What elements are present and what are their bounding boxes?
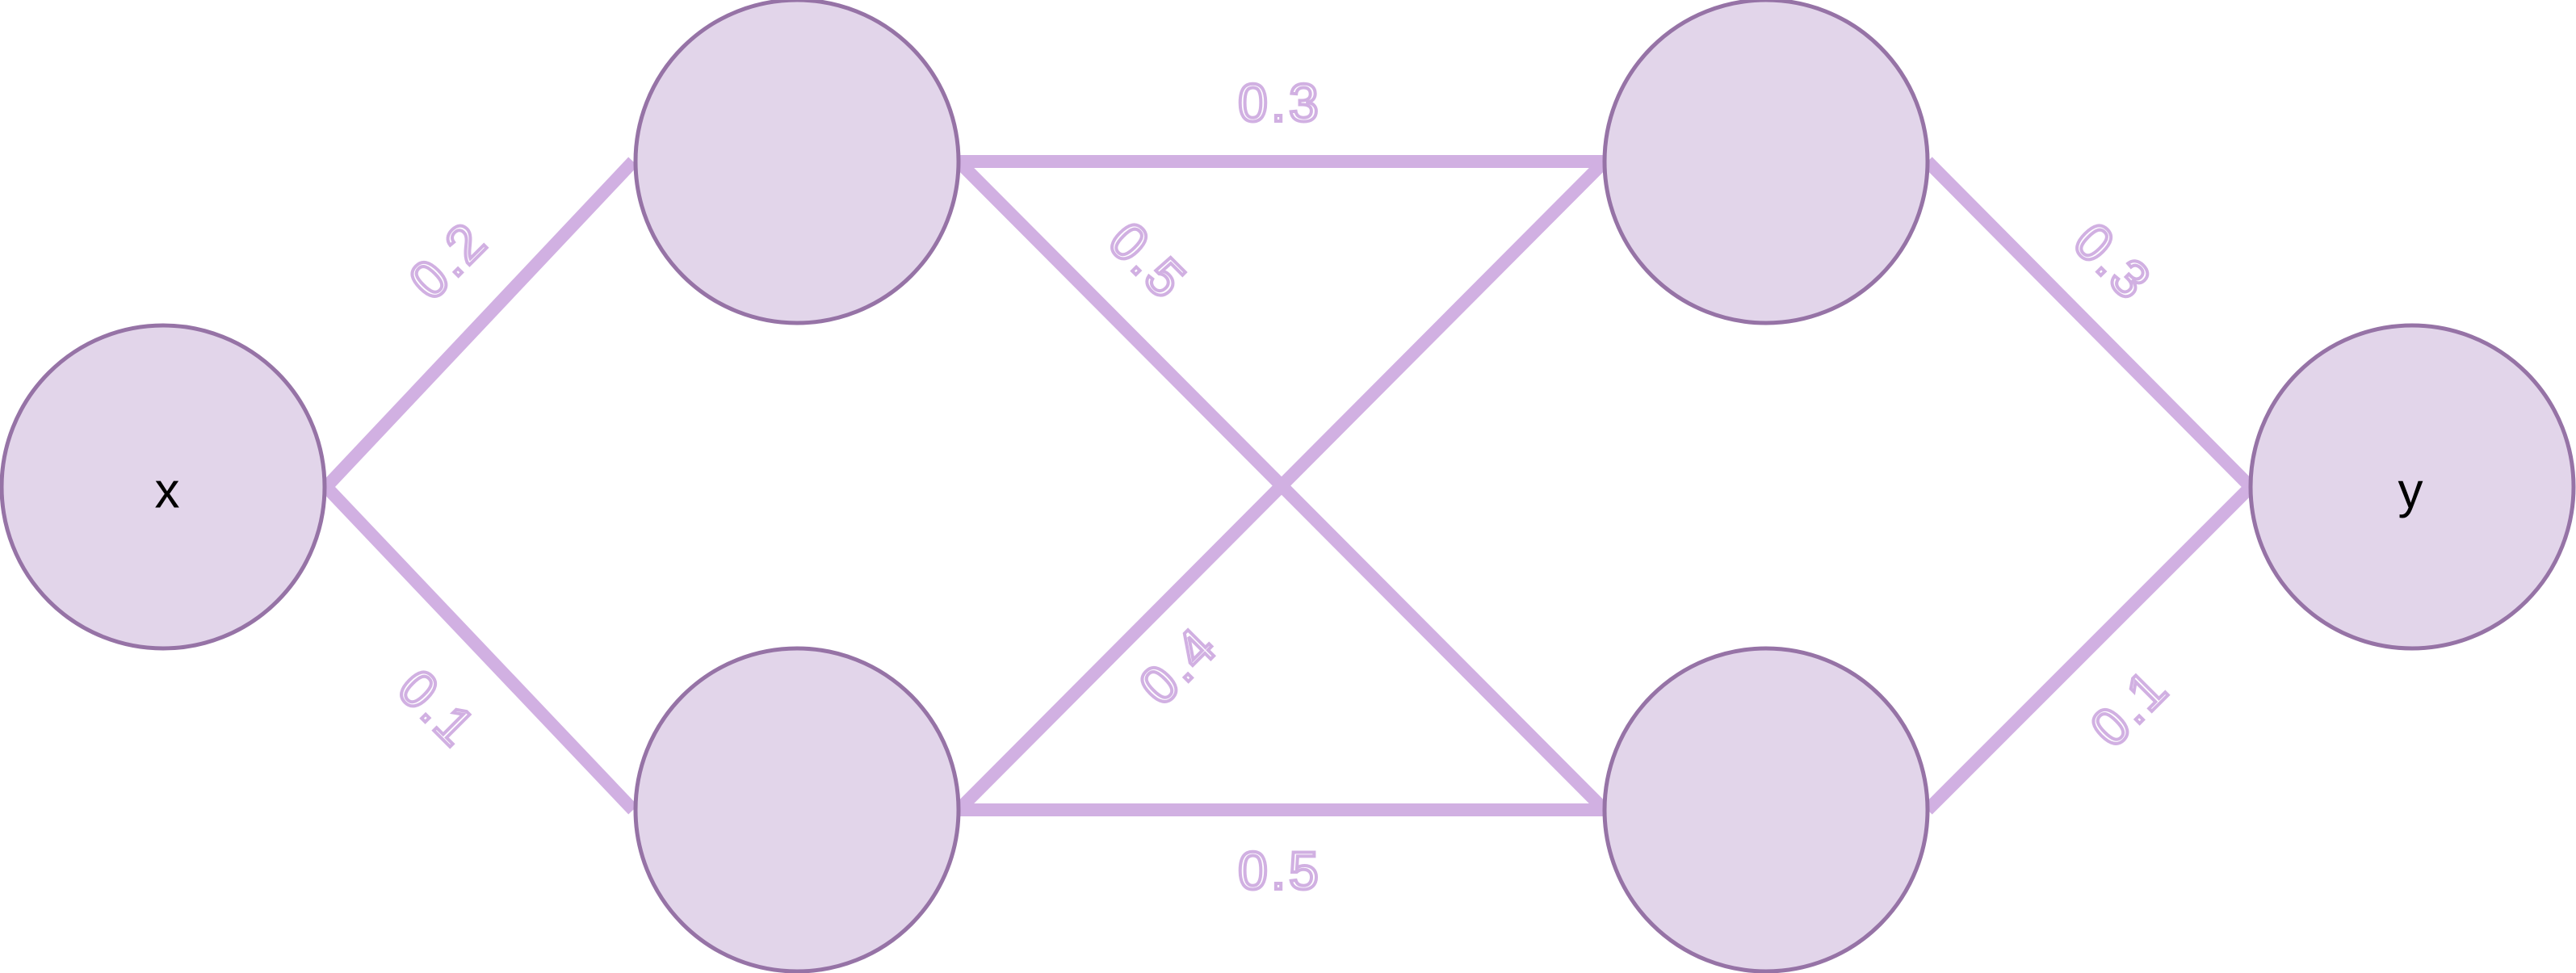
edge-h4-y	[1923, 482, 2255, 815]
edge-x-h1	[321, 157, 638, 492]
edges-layer	[321, 155, 2255, 816]
edge-weight-x-h1: 0.2	[397, 209, 499, 311]
node-x-circle	[0, 323, 327, 651]
edge-h2-h3	[954, 157, 1609, 815]
node-hidden-1	[633, 0, 961, 325]
edge-weight-h1-h3: 0.3	[1238, 73, 1322, 132]
node-hidden-2-circle	[633, 646, 961, 973]
node-hidden-4	[1602, 646, 1930, 973]
node-x: x	[0, 323, 327, 651]
node-y-circle	[2248, 323, 2576, 651]
edge-h3-y	[1923, 157, 2255, 492]
node-hidden-3	[1602, 0, 1930, 325]
edge-weight-h3-y: 0.3	[2062, 211, 2164, 312]
edge-weight-h4-y: 0.1	[2079, 656, 2180, 758]
edge-weight-h1-h4: 0.5	[1097, 210, 1199, 312]
node-y: y	[2248, 323, 2576, 651]
node-hidden-4-circle	[1602, 646, 1930, 973]
node-hidden-3-circle	[1602, 0, 1930, 325]
edge-x-h2	[321, 482, 638, 815]
node-hidden-2	[633, 646, 961, 973]
edge-weight-x-h2: 0.1	[387, 657, 489, 759]
node-y-label: y	[2398, 463, 2423, 519]
node-x-label: x	[155, 463, 180, 519]
edge-weight-h2-h4: 0.5	[1238, 841, 1322, 900]
node-hidden-1-circle	[633, 0, 961, 325]
